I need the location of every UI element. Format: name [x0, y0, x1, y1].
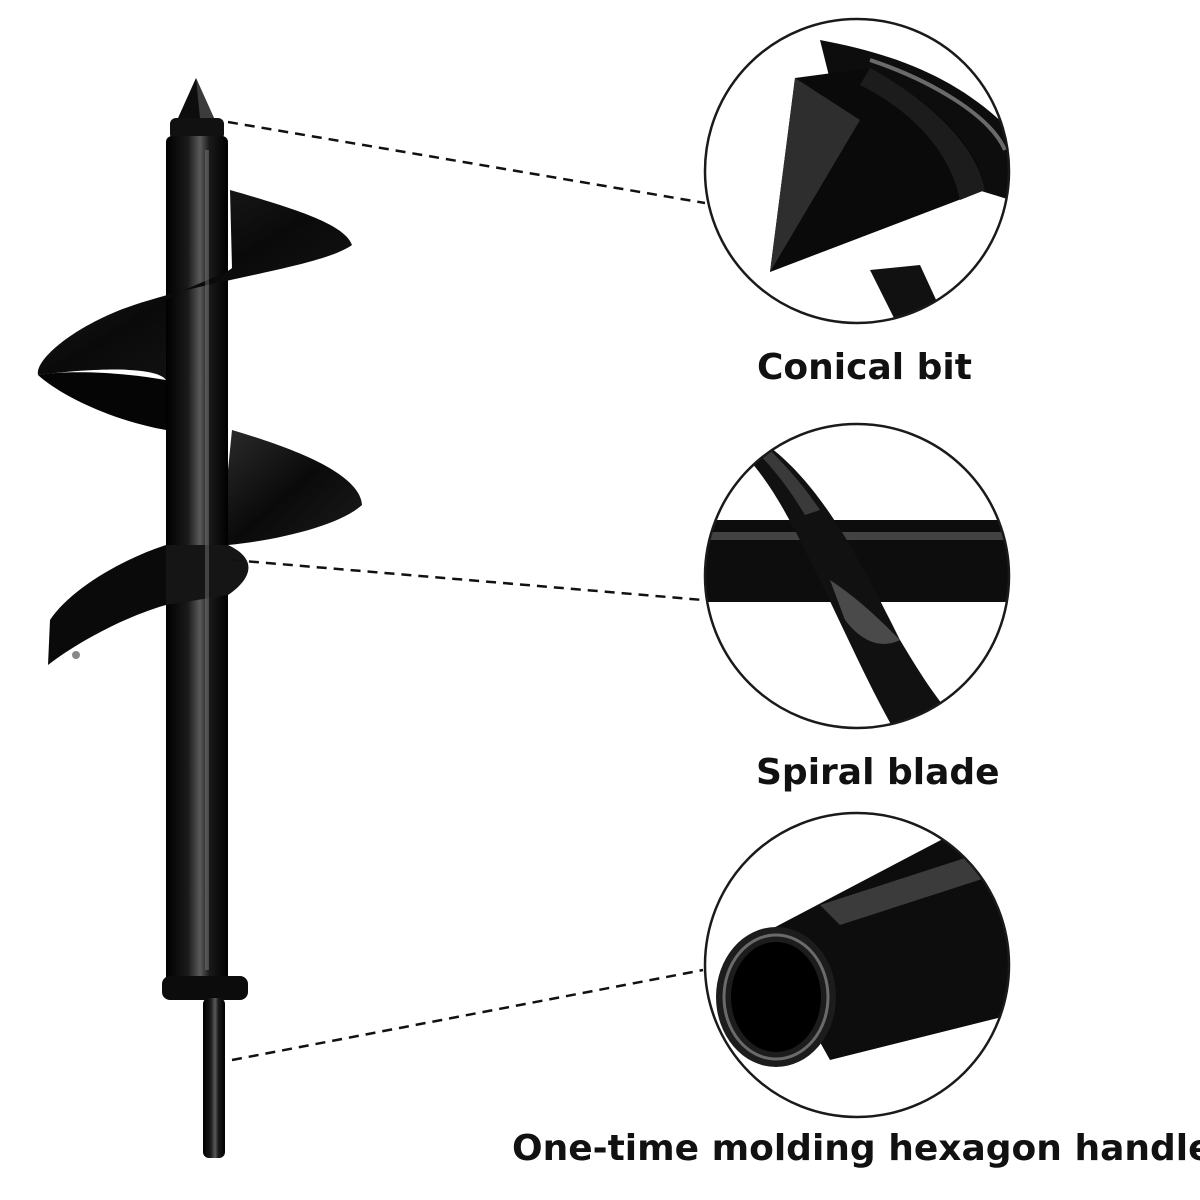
leader-line-conical [227, 120, 706, 205]
auger-drill [37, 78, 362, 1158]
callout-spiral-blade [703, 422, 1011, 730]
spiral-blade-upper [37, 190, 353, 380]
auger-collar-top [170, 118, 224, 140]
blade-closeup [740, 440, 980, 728]
spiral-blade-lower [48, 545, 166, 665]
spiral-blade-middle [228, 430, 362, 545]
spiral-blade-upper-underside [38, 372, 166, 430]
leader-lines [227, 120, 706, 1062]
label-hexagon-handle: One-time molding hexagon handle [512, 1128, 1200, 1169]
tube-opening [731, 942, 821, 1052]
label-spiral-blade: Spiral blade [756, 752, 1000, 793]
callout-circle-2 [703, 422, 1011, 730]
leader-line-handle [231, 968, 704, 1062]
auger-handle-rod [203, 998, 225, 1158]
leader-line-spiral [231, 558, 704, 602]
callout-hexagon-handle [703, 811, 1011, 1119]
blade-hole [72, 651, 80, 659]
label-conical-bit: Conical bit [757, 347, 972, 388]
callout-circle-1 [703, 17, 1011, 325]
auger-collar-bottom [162, 976, 248, 1000]
callout-circle-3 [703, 811, 1011, 1119]
callout-conical-bit [703, 17, 1011, 325]
